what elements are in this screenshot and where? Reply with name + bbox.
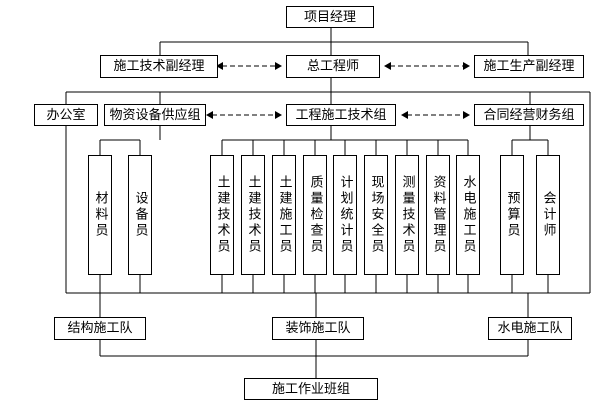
tech-staff-box-4: 质量检查员 <box>303 155 327 275</box>
tech-group-box: 工程施工技术组 <box>286 104 396 126</box>
tech-staff-box-7: 测量技术员 <box>395 155 419 275</box>
decoration-team-box: 装饰施工队 <box>272 317 364 340</box>
mep-team-box: 水电施工队 <box>488 317 572 340</box>
tech-staff-label-4: 质量检查员 <box>307 175 323 255</box>
tech-staff-box-1: 土建技术员 <box>210 155 234 275</box>
tech-staff-label-1: 土建技术员 <box>214 175 230 255</box>
supply-group-box: 物资设备供应组 <box>104 104 206 126</box>
structure-team-label: 结构施工队 <box>67 321 133 336</box>
tech-deputy-box: 施工技术副经理 <box>100 55 218 78</box>
decoration-team-label: 装饰施工队 <box>285 321 351 336</box>
tech-staff-label-2: 土建技术员 <box>245 175 261 255</box>
equipment-staff-box: 设备员 <box>128 155 152 275</box>
tech-staff-box-8: 资料管理员 <box>426 155 450 275</box>
production-deputy-box: 施工生产副经理 <box>474 55 584 78</box>
tech-deputy-label: 施工技术副经理 <box>113 59 205 74</box>
tech-staff-label-7: 测量技术员 <box>399 175 415 255</box>
material-staff-label: 材料员 <box>92 191 108 239</box>
tech-staff-box-3: 土建施工员 <box>272 155 296 275</box>
production-deputy-label: 施工生产副经理 <box>483 59 575 74</box>
tech-staff-label-8: 资料管理员 <box>430 175 446 255</box>
tech-group-label: 工程施工技术组 <box>295 107 387 123</box>
tech-staff-box-2: 土建技术员 <box>241 155 265 275</box>
budget-staff-box: 预算员 <box>500 155 524 275</box>
mep-team-label: 水电施工队 <box>497 321 563 336</box>
office-label: 办公室 <box>46 107 86 123</box>
tech-staff-label-3: 土建施工员 <box>276 175 292 255</box>
accountant-label: 会计师 <box>540 191 556 239</box>
contract-group-box: 合同经营财务组 <box>474 104 584 126</box>
tech-staff-box-6: 现场安全员 <box>364 155 388 275</box>
budget-staff-label: 预算员 <box>504 191 520 239</box>
chief-engineer-label: 总工程师 <box>306 59 359 74</box>
project-manager-label: 项目经理 <box>303 9 356 25</box>
accountant-box: 会计师 <box>536 155 560 275</box>
tech-staff-box-5: 计划统计员 <box>333 155 357 275</box>
supply-group-label: 物资设备供应组 <box>109 107 201 123</box>
tech-staff-label-6: 现场安全员 <box>368 175 384 255</box>
project-manager-box: 项目经理 <box>286 6 374 28</box>
tech-staff-label-9: 水电施工员 <box>460 175 476 255</box>
structure-team-box: 结构施工队 <box>54 317 146 340</box>
work-crew-label: 施工作业班组 <box>271 381 350 397</box>
material-staff-box: 材料员 <box>88 155 112 275</box>
chief-engineer-box: 总工程师 <box>286 55 380 78</box>
tech-staff-box-9: 水电施工员 <box>456 155 480 275</box>
contract-group-label: 合同经营财务组 <box>483 107 575 123</box>
office-box: 办公室 <box>34 104 98 126</box>
work-crew-box: 施工作业班组 <box>244 378 378 400</box>
equipment-staff-label: 设备员 <box>132 191 148 239</box>
tech-staff-label-5: 计划统计员 <box>337 175 353 255</box>
